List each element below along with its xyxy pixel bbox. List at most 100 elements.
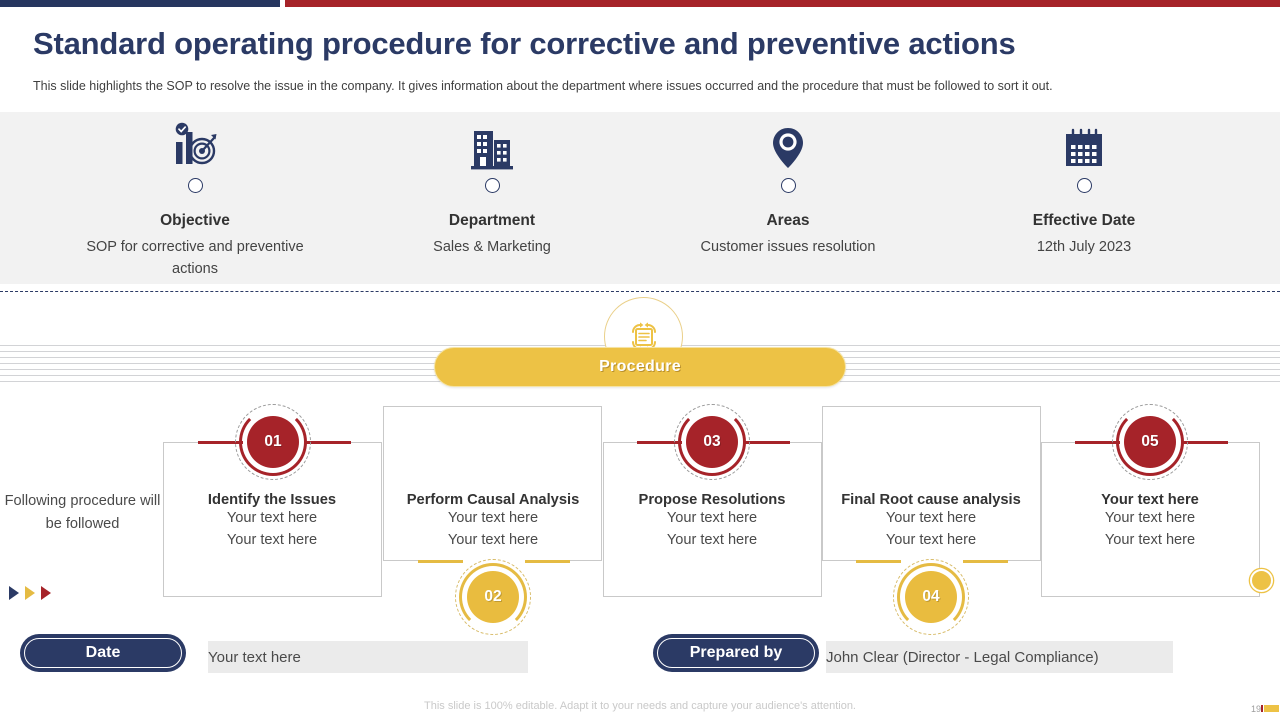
meta-node-dot [1076, 178, 1092, 193]
location-pin-icon [668, 112, 908, 174]
bar-chart-target-icon [75, 112, 315, 174]
step-line-1: Your text here [885, 510, 977, 526]
badge-dashed-ring [1112, 404, 1188, 480]
badge-arc [459, 563, 527, 631]
triangle-red-icon [41, 586, 51, 600]
step-number-04: 04 [905, 571, 957, 623]
step-badge-04[interactable]: 04 [893, 559, 969, 635]
step-content-04: Final Root cause analysis Your text here… [816, 492, 1046, 552]
meta-item-areas: Areas Customer issues resolution [668, 112, 908, 258]
badge-arc [1116, 408, 1184, 476]
calendar-icon [964, 112, 1204, 174]
arrow-markers [9, 586, 51, 600]
prepared-by-field-strip[interactable]: John Clear (Director - Legal Compliance) [826, 641, 1173, 673]
date-field-strip[interactable]: Your text here [208, 641, 528, 673]
step-line-1: Your text here [666, 510, 758, 526]
step-content-03: Propose Resolutions Your text here Your … [597, 492, 827, 552]
step-number-05: 05 [1124, 416, 1176, 468]
step-line-2: Your text here [666, 531, 758, 548]
step-line-1: Your text here [447, 510, 539, 526]
prepared-by-field-row: John Clear (Director - Legal Compliance)… [653, 634, 1173, 673]
document-refresh-cycle-icon [604, 297, 683, 353]
meta-value: Customer issues resolution [700, 239, 876, 255]
office-building-icon [372, 112, 612, 174]
step-line-1: Your text here [226, 510, 318, 526]
connector-01-right [306, 440, 351, 445]
step-badge-03[interactable]: 03 [674, 404, 750, 480]
connector-04-right [963, 559, 1008, 564]
step-line-2: Your text here [447, 531, 539, 548]
step-number-02: 02 [467, 571, 519, 623]
procedure-icon-container [604, 297, 683, 353]
step-content-05: Your text here Your text here Your text … [1035, 492, 1265, 552]
procedure-banner-label: Procedure [599, 358, 681, 375]
date-field-row: Your text here Date [20, 634, 528, 673]
page-subtitle: This slide highlights the SOP to resolve… [33, 79, 1053, 93]
top-accent-red-segment [285, 0, 1280, 7]
connector-05-right [1183, 440, 1228, 445]
connector-04-left [856, 559, 901, 564]
step-content-01: Identify the Issues Your text here Your … [157, 492, 387, 552]
prepared-by-field-value: John Clear (Director - Legal Compliance) [826, 648, 1099, 666]
meta-node-dot [187, 178, 203, 193]
step-box-02 [383, 406, 602, 561]
date-field-value: Your text here [208, 648, 301, 666]
connector-03-right [745, 440, 790, 445]
prepared-by-field-label-pill: Prepared by [653, 634, 819, 672]
prepared-by-field-label: Prepared by [689, 644, 783, 661]
meta-value: SOP for corrective and preventive action… [86, 239, 304, 278]
meta-label: Effective Date [1032, 212, 1136, 229]
step-title: Perform Causal Analysis [406, 492, 580, 508]
badge-dashed-ring [455, 559, 531, 635]
connector-02-left [418, 559, 463, 564]
page-chip-red-accent [1261, 705, 1263, 712]
meta-node-dot [484, 178, 500, 193]
step-title: Your text here [1101, 492, 1199, 508]
step-number-03: 03 [686, 416, 738, 468]
badge-dashed-ring [674, 404, 750, 480]
meta-label: Department [448, 212, 536, 229]
badge-dashed-ring [893, 559, 969, 635]
step-title: Identify the Issues [207, 492, 337, 508]
step-line-2: Your text here [226, 531, 318, 548]
intro-text: Following procedure will be followed [4, 493, 161, 533]
date-field-label: Date [85, 644, 121, 661]
triangle-navy-icon [9, 586, 19, 600]
date-field-label-pill: Date [20, 634, 186, 672]
connector-01-left [198, 440, 243, 445]
step-line-1: Your text here [1104, 510, 1196, 526]
step-content-02: Perform Causal Analysis Your text here Y… [378, 492, 608, 552]
page-title: Standard operating procedure for correct… [33, 26, 1016, 61]
meta-item-department: Department Sales & Marketing [372, 112, 612, 258]
meta-node-dot [780, 178, 796, 193]
corner-accent-dot [1250, 569, 1273, 592]
badge-arc [897, 563, 965, 631]
badge-arc [678, 408, 746, 476]
step-title: Final Root cause analysis [841, 492, 1021, 508]
meta-dashed-timeline [0, 291, 1280, 292]
step-line-2: Your text here [885, 531, 977, 548]
meta-item-effective-date: Effective Date 12th July 2023 [964, 112, 1204, 258]
meta-label: Areas [766, 212, 810, 229]
meta-value: 12th July 2023 [1036, 239, 1132, 255]
procedure-steps: 01 Identify the Issues Your text here Yo… [0, 392, 1280, 635]
connector-05-left [1075, 440, 1120, 445]
top-accent-navy-segment [0, 0, 280, 7]
meta-label: Objective [160, 212, 230, 229]
badge-arc [239, 408, 307, 476]
meta-item-objective: Objective SOP for corrective and prevent… [75, 112, 315, 281]
triangle-gold-icon [25, 586, 35, 600]
step-line-2: Your text here [1104, 531, 1196, 548]
badge-dashed-ring [235, 404, 311, 480]
page-chip-yellow-accent [1264, 705, 1279, 712]
top-accent-bar [0, 0, 1280, 7]
page-number: 19 [1251, 704, 1262, 714]
step-badge-02[interactable]: 02 [455, 559, 531, 635]
procedure-banner[interactable]: Procedure [434, 347, 846, 387]
step-title: Propose Resolutions [638, 492, 786, 508]
step-badge-01[interactable]: 01 [235, 404, 311, 480]
meta-info-strip: Objective SOP for corrective and prevent… [0, 112, 1280, 292]
step-number-01: 01 [247, 416, 299, 468]
meta-value: Sales & Marketing [433, 239, 551, 255]
step-badge-05[interactable]: 05 [1112, 404, 1188, 480]
